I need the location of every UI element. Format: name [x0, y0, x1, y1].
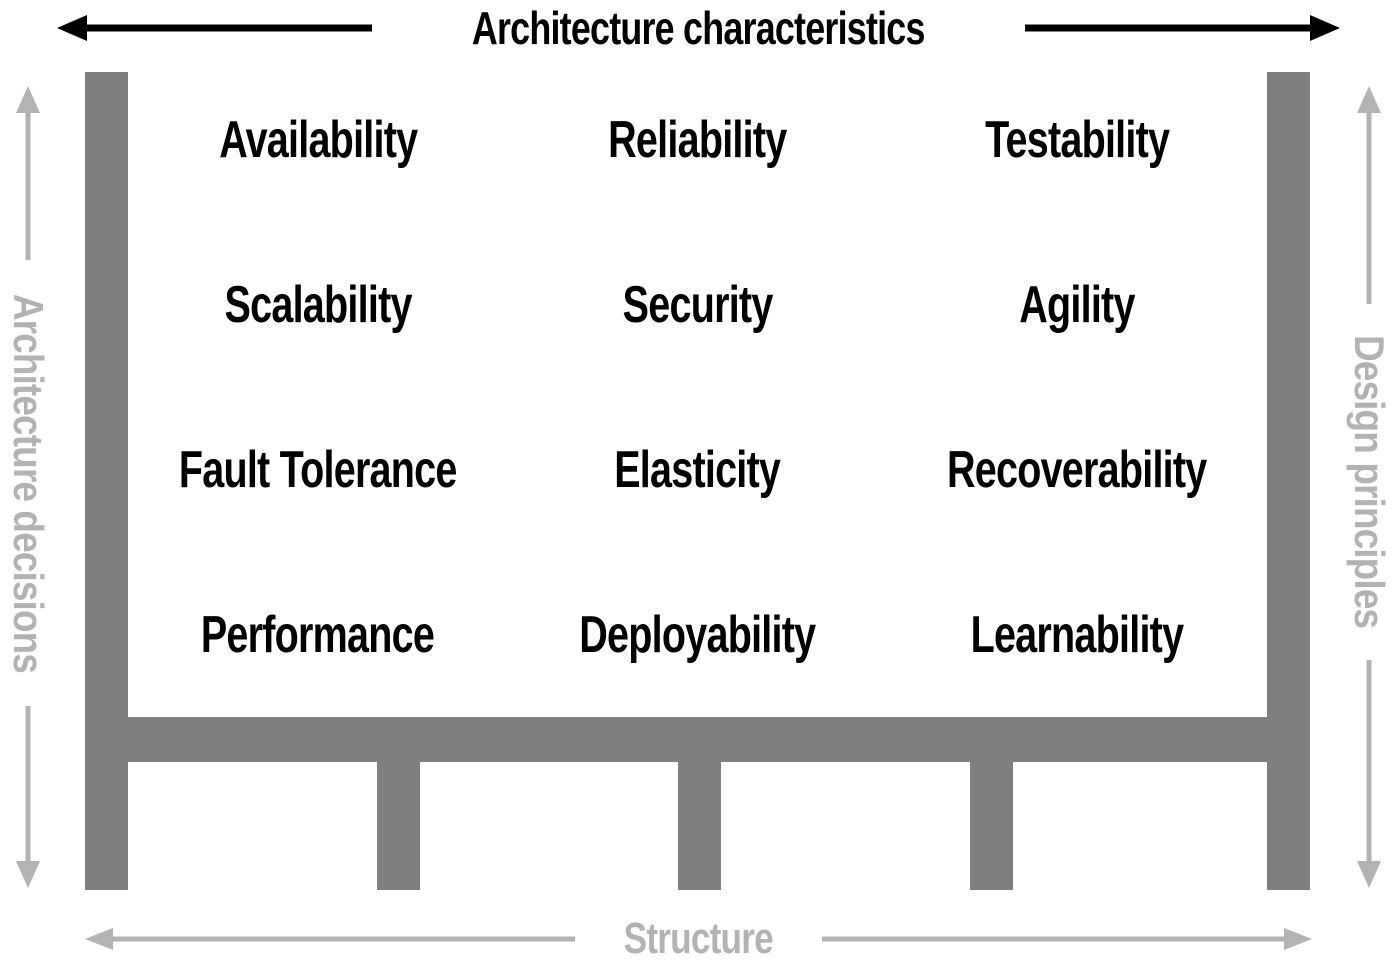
characteristic-label: Testability: [985, 111, 1170, 170]
bottom-axis-label: Structure: [623, 914, 774, 963]
arrow-right-icon: [1024, 15, 1340, 41]
characteristic-cell: Reliability: [508, 58, 888, 223]
characteristic-cell: Learnability: [887, 552, 1267, 717]
arrow-up-icon: [1357, 86, 1381, 304]
characteristic-cell: Agility: [887, 223, 1267, 388]
characteristic-label: Agility: [1019, 276, 1135, 335]
characteristic-label: Elasticity: [614, 440, 782, 499]
table-left-pillar: [85, 72, 128, 890]
right-axis: Design principles: [1346, 86, 1393, 888]
left-axis-label: Architecture decisions: [5, 293, 52, 673]
arrow-down-icon: [16, 706, 40, 888]
table-leg: [678, 762, 721, 890]
arrow-up-icon: [16, 86, 40, 260]
left-axis: Architecture decisions: [5, 86, 52, 888]
characteristic-cell: Testability: [887, 58, 1267, 223]
characteristic-cell: Recoverability: [887, 388, 1267, 553]
characteristic-label: Security: [622, 276, 774, 335]
arrow-right-icon: [821, 928, 1312, 950]
arrow-left-icon: [57, 15, 373, 41]
characteristic-label: Deployability: [579, 605, 816, 664]
arrow-down-icon: [1357, 660, 1381, 888]
characteristic-label: Recoverability: [947, 440, 1207, 499]
bottom-axis: Structure: [0, 908, 1397, 970]
characteristic-label: Reliability: [608, 111, 787, 170]
characteristic-cell: Elasticity: [508, 388, 888, 553]
characteristic-label: Learnability: [970, 605, 1184, 664]
characteristic-cell: Deployability: [508, 552, 888, 717]
characteristic-label: Performance: [201, 605, 435, 664]
arrow-left-icon: [85, 928, 576, 950]
characteristic-cell: Availability: [128, 58, 508, 223]
characteristic-label: Fault Tolerance: [178, 440, 458, 499]
table-right-pillar: [1267, 72, 1310, 890]
diagram-title: Architecture characteristics: [472, 2, 926, 54]
characteristic-cell: Fault Tolerance: [128, 388, 508, 553]
table-leg: [377, 762, 420, 890]
characteristic-label: Scalability: [224, 276, 412, 335]
table-surface-bar: [85, 717, 1310, 762]
characteristics-grid: Availability Reliability Testability Sca…: [128, 58, 1267, 717]
table-leg: [970, 762, 1013, 890]
characteristic-cell: Scalability: [128, 223, 508, 388]
right-axis-label: Design principles: [1346, 335, 1393, 629]
header: Architecture characteristics: [0, 0, 1397, 56]
characteristic-label: Availability: [218, 111, 418, 170]
characteristic-cell: Security: [508, 223, 888, 388]
characteristic-cell: Performance: [128, 552, 508, 717]
